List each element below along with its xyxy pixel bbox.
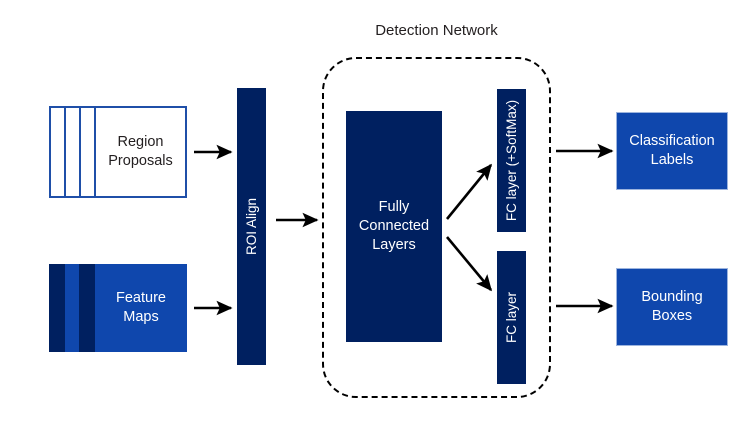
fc-label-line1: Fully [378,199,410,216]
roi-align-box: ROI Align [237,88,266,365]
roi-align-label: ROI Align [244,197,259,256]
bounding-boxes-label: Bounding Boxes [641,288,702,326]
fully-connected-layers-box: Fully Connected Layers [346,111,442,342]
fc-layer-box: FC layer [497,251,526,384]
detection-network-group [322,57,551,398]
bounding-label-line1: Bounding [641,289,703,306]
classification-label-line1: Classification [629,133,715,150]
bounding-boxes-box: Bounding Boxes [616,268,728,346]
region-proposals-box: Region Proposals [94,106,187,198]
classification-labels-label: Classification Labels [629,132,714,170]
fc-label-line2: Connected [358,218,430,235]
region-proposals-label: Region Proposals [108,133,172,170]
feature-maps-label-line1: Feature [116,290,166,307]
classification-labels-box: Classification Labels [616,112,728,190]
classification-label-line2: Labels [650,152,694,168]
fc-layer-softmax-label: FC layer (+SoftMax) [504,99,519,222]
feature-map-sheet-3 [79,264,99,352]
fully-connected-layers-label: Fully Connected Layers [359,198,429,255]
region-proposals-label-line2: Proposals [108,153,173,169]
bounding-label-line2: Boxes [651,308,693,324]
fc-layer-softmax-box: FC layer (+SoftMax) [497,89,526,232]
feature-map-sheet-2 [65,264,79,352]
fc-layer-label: FC layer [504,291,520,344]
fc-label-line3: Layers [372,236,416,253]
feature-maps-box: Feature Maps [95,264,187,352]
feature-maps-label: Feature Maps [116,289,166,326]
detection-network-title: Detection Network [375,22,498,39]
feature-maps-label-line2: Maps [123,309,159,325]
region-proposals-label-line1: Region [117,134,164,151]
